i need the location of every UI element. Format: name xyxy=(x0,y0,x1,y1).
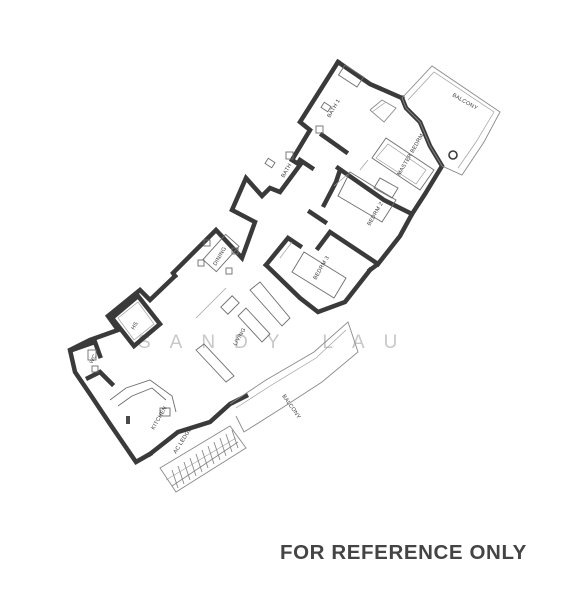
kitchen-room: KITCHEN xyxy=(109,379,177,431)
reference-only-note: FOR REFERENCE ONLY xyxy=(280,541,527,564)
label-master-bedrm: MASTER BEDRM xyxy=(397,133,426,177)
bedroom-2-room: BEDRM 2 xyxy=(333,171,399,227)
label-wc: WC xyxy=(89,354,99,365)
interior-walls xyxy=(69,131,416,388)
label-dining: DINING xyxy=(213,246,229,267)
label-bath-1: BATH 1 xyxy=(327,98,342,119)
exterior-walls xyxy=(67,58,445,465)
master-bedroom-room: MASTER BEDRM xyxy=(359,133,435,191)
label-hs: HS xyxy=(131,321,140,331)
dining-area: DINING xyxy=(197,233,240,275)
wc-room: WC xyxy=(87,349,99,373)
watermark-text: SANDY LAU xyxy=(138,332,416,353)
household-shelter-room: HS xyxy=(108,292,164,350)
label-balcony-top: BALCONY xyxy=(451,93,478,112)
